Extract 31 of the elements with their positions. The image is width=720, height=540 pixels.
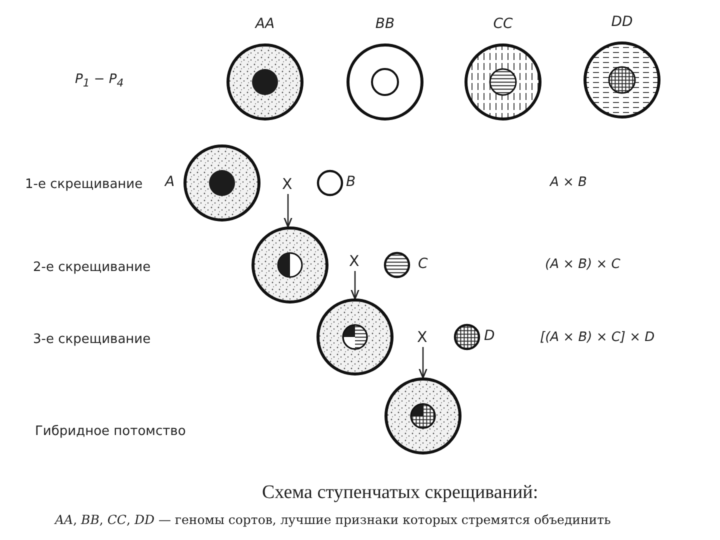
caption-note: AA, BB, CC, DD — геномы сортов, лучшие признаки которых стремятся объединить — [55, 512, 611, 528]
arrow — [284, 194, 292, 228]
row-label: 3-е скрещивание — [33, 332, 151, 348]
circle-drawing — [315, 168, 345, 198]
cross-symbol: X — [349, 253, 360, 269]
genome-label: AA — [254, 16, 276, 32]
cross-symbol: X — [417, 329, 428, 345]
circle-drawing — [315, 297, 395, 377]
circle-drawing — [452, 322, 482, 352]
genome-label: BB — [374, 16, 396, 32]
genome-label: B — [346, 174, 356, 190]
genome-label: A — [165, 174, 175, 190]
circle-drawing — [250, 225, 330, 305]
cross-formula: A × B — [550, 175, 587, 191]
circle-drawing — [382, 250, 412, 280]
arrow — [418, 347, 428, 379]
cross-formula: (A × B) × C — [545, 257, 620, 273]
generation-label: P$_{1}$ − P$_{4}$ — [75, 72, 124, 92]
row-label: 2-е скрещивание — [33, 260, 151, 276]
row-label: 1-е скрещивание — [25, 177, 143, 193]
cross-formula: [(A × B) × C] × D — [540, 330, 655, 346]
genome-label: C — [418, 256, 428, 272]
arrow — [350, 271, 360, 300]
genome-label: D — [484, 328, 495, 344]
cross-symbol: X — [282, 176, 292, 192]
caption: Схема ступенчатых скрещиваний: — [262, 485, 538, 501]
genome-label: DD — [610, 14, 634, 30]
circle-drawing — [383, 376, 463, 456]
row-label: Гибридное потомство — [35, 424, 186, 440]
circle-drawing — [182, 143, 262, 223]
genome-label: CC — [492, 16, 514, 32]
